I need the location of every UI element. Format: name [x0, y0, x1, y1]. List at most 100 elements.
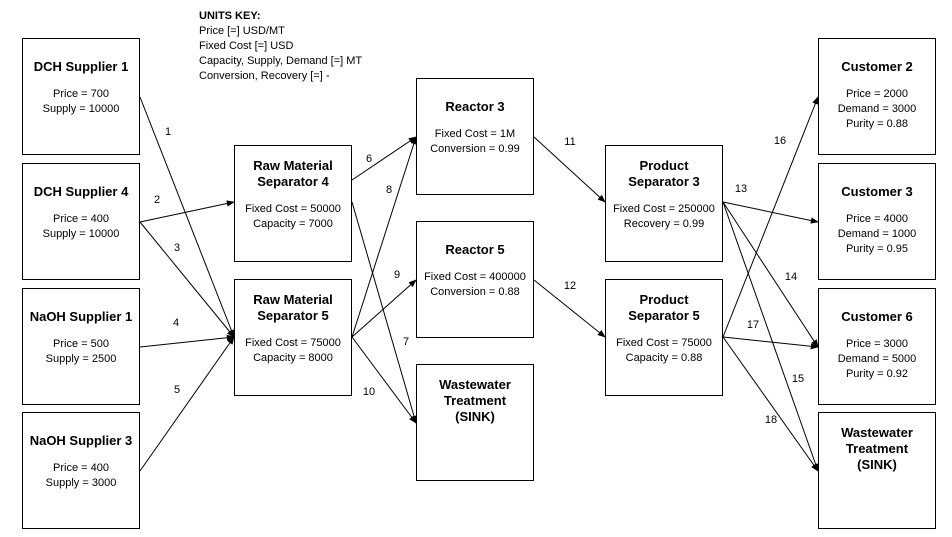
flow-label-14: 14: [785, 271, 797, 283]
node-property: Fixed Cost = 1M: [434, 128, 516, 140]
node-title-line: (SINK): [857, 457, 897, 472]
flow-label-1: 1: [165, 126, 171, 138]
node-title: Customer 3: [819, 184, 935, 200]
node-property: Fixed Cost = 50000: [245, 203, 341, 215]
node-property: Supply = 3000: [45, 477, 117, 489]
node-title-line: Separator 5: [257, 308, 329, 323]
flow-label-11: 11: [564, 136, 575, 148]
node-properties: Fixed Cost = 1M Conversion = 0.99: [417, 127, 533, 157]
node-title-line: Product: [639, 292, 689, 307]
node-title-line: Raw Material: [253, 292, 333, 307]
node-title: NaOH Supplier 1: [23, 309, 139, 325]
node-property: Demand = 5000: [837, 353, 917, 365]
node-title-line: Separator 4: [257, 174, 329, 189]
node-title-line: DCH Supplier 4: [33, 184, 129, 199]
flow-arrow-2: [139, 200, 235, 223]
flow-arrow-16: [722, 96, 819, 338]
node-property: Fixed Cost = 400000: [424, 271, 526, 283]
flow-arrow-14: [722, 201, 819, 348]
units-key-line: Fixed Cost [=] USD: [199, 40, 294, 52]
node-title-line: Separator 5: [628, 308, 700, 323]
node-property: Demand = 3000: [837, 103, 917, 115]
node-title-line: Treatment: [845, 441, 909, 456]
node-property: Conversion = 0.88: [430, 286, 520, 298]
units-key-line: Capacity, Supply, Demand [=] MT: [199, 55, 363, 67]
node-property: Price = 500: [53, 338, 109, 350]
node-title: Reactor 5: [417, 242, 533, 258]
flow-label-13: 13: [735, 183, 747, 195]
node-property: Purity = 0.92: [845, 368, 909, 380]
node-property: Capacity = 8000: [253, 352, 333, 364]
node-reactor-3: Reactor 3 Fixed Cost = 1M Conversion = 0.9…: [416, 78, 534, 195]
node-title-line: Wastewater: [439, 377, 511, 392]
flow-label-5: 5: [174, 384, 180, 396]
node-property: Recovery = 0.99: [623, 218, 705, 230]
flow-arrow-8: [351, 136, 417, 338]
flow-label-3: 3: [174, 242, 180, 254]
node-title: Customer 2: [819, 59, 935, 75]
flow-arrow-1: [139, 96, 235, 338]
node-title-line: Separator 3: [628, 174, 700, 189]
flow-label-16: 16: [774, 135, 786, 147]
node-title-line: Customer 6: [841, 309, 913, 324]
units-key-line: Price [=] USD/MT: [199, 25, 285, 37]
flow-arrow-5: [139, 336, 235, 472]
node-title: DCH Supplier 1: [23, 59, 139, 75]
flow-arrow-6: [351, 136, 417, 181]
flow-arrow-12: [533, 279, 606, 338]
node-title-line: Reactor 3: [445, 99, 505, 114]
node-property: Price = 3000: [845, 338, 909, 350]
flow-arrow-7: [351, 201, 418, 424]
node-property: Price = 700: [53, 88, 109, 100]
flow-label-8: 8: [386, 184, 392, 196]
node-property: Purity = 0.95: [845, 243, 909, 255]
flow-arrow-13: [722, 201, 819, 224]
flow-arrow-3: [139, 221, 235, 338]
node-property: Conversion = 0.99: [430, 143, 520, 155]
node-property: Price = 400: [53, 462, 109, 474]
flow-label-2: 2: [154, 194, 160, 206]
node-title-line: Customer 3: [841, 184, 913, 199]
node-property: Fixed Cost = 250000: [613, 203, 715, 215]
node-title-line: (SINK): [455, 409, 495, 424]
node-title: Reactor 3: [417, 99, 533, 115]
node-title-line: NaOH Supplier 1: [29, 309, 133, 324]
flow-label-12: 12: [564, 280, 576, 292]
node-property: Purity = 0.88: [845, 118, 909, 130]
node-property: Supply = 2500: [45, 353, 117, 365]
units-key-line: Conversion, Recovery [=] -: [199, 70, 330, 82]
node-title-line: Product: [639, 158, 689, 173]
node-property: Capacity = 7000: [253, 218, 333, 230]
node-title-line: Customer 2: [841, 59, 913, 74]
node-title-line: NaOH Supplier 3: [29, 433, 133, 448]
flow-label-17: 17: [747, 319, 759, 331]
node-property: Fixed Cost = 75000: [245, 337, 341, 349]
flow-label-15: 15: [792, 373, 804, 385]
flow-arrow-4: [139, 334, 235, 348]
node-property: Supply = 10000: [42, 103, 120, 115]
flow-label-10: 10: [363, 386, 375, 398]
node-title-line: DCH Supplier 1: [33, 59, 129, 74]
